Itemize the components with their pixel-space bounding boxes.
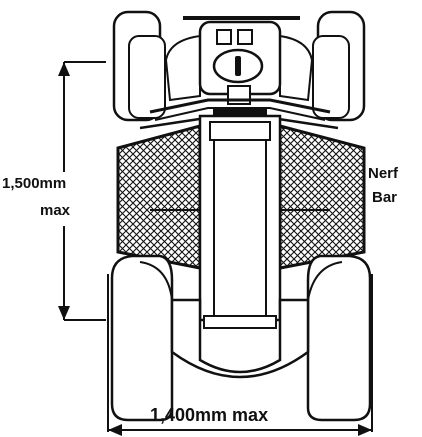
steering-arms [139, 98, 339, 130]
height-dimension-arrow [58, 61, 106, 321]
front-right-wheel [312, 10, 366, 122]
width-dimension-arrow [107, 274, 373, 436]
front-body [164, 20, 314, 105]
rear-right-wheel [306, 254, 372, 422]
front-left-wheel [112, 10, 166, 122]
nerf-bar-right [278, 124, 366, 270]
rear-left-wheel [110, 254, 174, 422]
nerf-bar-label-line1: Nerf [368, 165, 399, 182]
height-limit-label: 1,500mm [2, 175, 67, 192]
width-limit-label: 1,400mm max [150, 405, 269, 425]
nerf-bar-left [116, 124, 202, 270]
nerf-bar-label-line2: Bar [372, 189, 398, 206]
rear-axle [170, 298, 310, 379]
height-limit-max-label: max [40, 202, 71, 219]
